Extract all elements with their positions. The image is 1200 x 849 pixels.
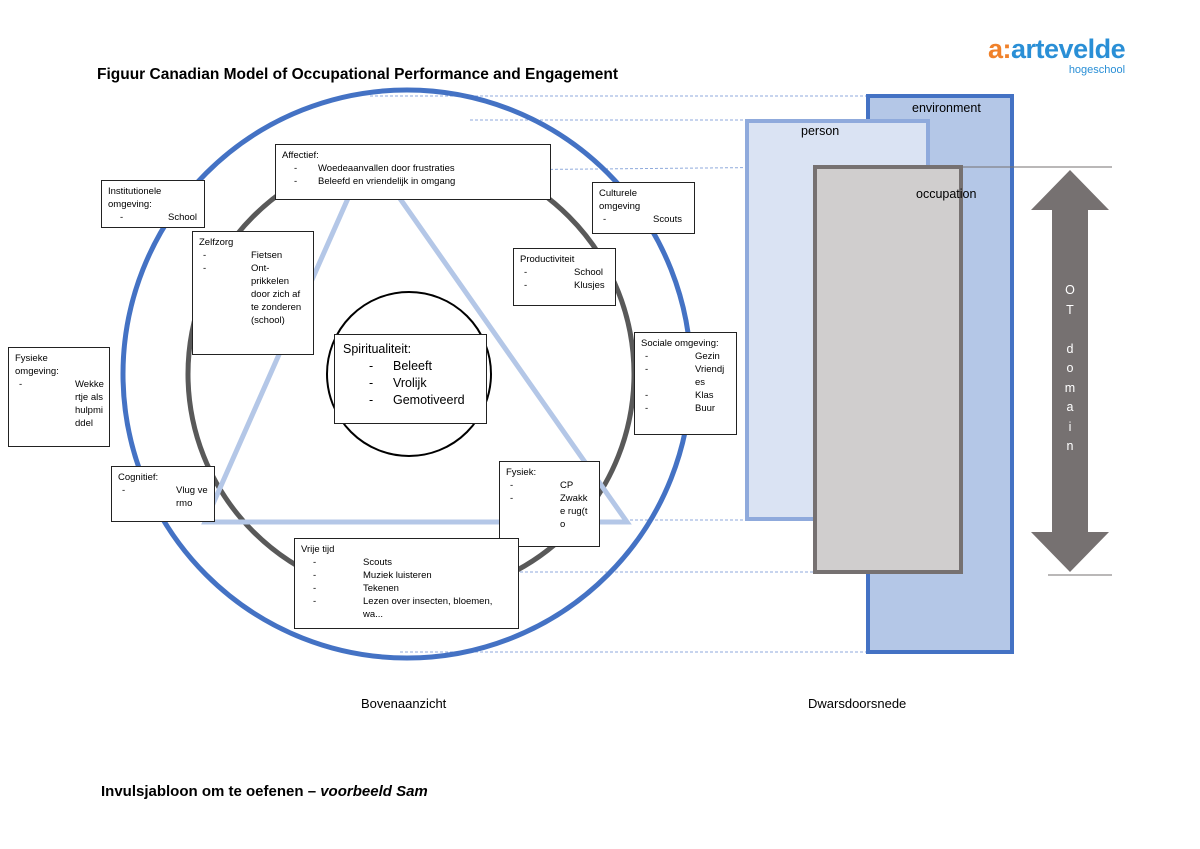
ot-domain-char: a (1066, 400, 1074, 414)
list-item: Gemotiveerd (343, 392, 478, 409)
logo-subtitle: hogeschool (1068, 64, 1126, 76)
box-title: Spiritualiteit: (343, 342, 412, 356)
vrije-tijd-box: Vrije tijd Scouts Muziek luisteren Teken… (294, 538, 519, 629)
ot-domain-char (1062, 320, 1078, 340)
list-item: Zwakke rug(to (506, 492, 590, 531)
connector-top-occupation (369, 166, 816, 172)
productiviteit-box: Productiviteit School Klusjes (513, 248, 616, 306)
logo-brand: artevelde (1011, 34, 1126, 64)
list-item: Vlug vermo (118, 484, 210, 510)
list-item: Wekkertje als hulpmiddel (15, 378, 105, 430)
ot-domain-char: n (1066, 439, 1074, 453)
subtitle-example: voorbeeld Sam (320, 783, 428, 800)
list-item: Fietsen (199, 249, 307, 262)
list-item: Scouts (301, 556, 512, 569)
list-item: Scouts (599, 213, 688, 226)
ot-domain-char: o (1066, 361, 1074, 375)
box-title: Culturele omgeving (599, 188, 641, 212)
box-title: Sociale omgeving: (641, 338, 719, 349)
caption-cross-section: Dwarsdoorsnede (808, 696, 907, 711)
ot-domain-char: m (1064, 380, 1076, 395)
list-item: Vriendjes (641, 363, 725, 389)
list-item: Beleefd en vriendelijk in omgang (282, 175, 544, 188)
spiritualiteit-box: Spiritualiteit: Beleeft Vrolijk Gemotive… (334, 334, 487, 424)
box-title: Zelfzorg (199, 237, 234, 248)
ot-domain-char: i (1068, 419, 1072, 434)
ot-domain-label: O T d o m a i n (1062, 281, 1078, 457)
box-title: Cognitief: (118, 472, 159, 483)
ot-domain-char: d (1066, 341, 1074, 356)
box-title: Vrije tijd (301, 544, 335, 555)
box-title: Fysieke omgeving: (15, 353, 59, 377)
person-label: person (801, 124, 840, 138)
ot-domain-char: T (1066, 302, 1074, 317)
caption-top-view: Bovenaanzicht (361, 696, 447, 711)
zelfzorg-box: Zelfzorg Fietsen Ont-prikkelen door zich… (192, 231, 314, 355)
list-item: Buur (641, 402, 730, 415)
ot-domain-char: O (1065, 283, 1075, 297)
box-title: Affectief: (282, 150, 319, 161)
list-item: Vrolijk (343, 375, 478, 392)
environment-label: environment (912, 101, 981, 115)
culturele-omgeving-box: Culturele omgeving Scouts (592, 182, 695, 234)
figure-title: Figuur Canadian Model of Occupational Pe… (97, 66, 619, 83)
institutionele-omgeving-box: Institutionele omgeving: School (101, 180, 205, 228)
list-item: School (520, 266, 609, 279)
box-title: Institutionele omgeving: (108, 186, 162, 210)
list-item: Beleeft (343, 358, 478, 375)
list-item: Ont-prikkelen door zich af te zonderen (… (199, 262, 307, 327)
list-item: Woedeaanvallen door frustraties (282, 162, 544, 175)
fysiek-box: Fysiek: CP Zwakke rug(to (499, 461, 600, 547)
artevelde-logo: a:artevelde hogeschool (988, 34, 1126, 77)
list-item: School (108, 211, 198, 224)
list-item: CP (506, 479, 593, 492)
list-item: Klusjes (520, 279, 609, 292)
logo-wordmark: a:artevelde (988, 34, 1126, 64)
box-title: Productiviteit (520, 254, 575, 265)
list-item: Klas (641, 389, 730, 402)
list-item: Muziek luisteren (301, 569, 512, 582)
affectief-box: Affectief: Woedeaanvallen door frustrati… (275, 144, 551, 200)
list-item: Gezin (641, 350, 730, 363)
sociale-omgeving-box: Sociale omgeving: Gezin Vriendjes Klas B… (634, 332, 737, 435)
subtitle-main: Invulsjabloon om te oefenen – (101, 783, 317, 800)
occupation-layer (813, 165, 963, 574)
list-item: Tekenen (301, 582, 512, 595)
occupation-label: occupation (916, 187, 977, 201)
exercise-template-title: Invulsjabloon om te oefenen – voorbeeld … (101, 783, 428, 800)
spirituality-circle (326, 291, 492, 457)
fysieke-omgeving-box: Fysieke omgeving: Wekkertje als hulpmidd… (8, 347, 110, 447)
box-title: Fysiek: (506, 467, 537, 478)
ot-domain-arrow (1031, 170, 1109, 572)
cognitief-box: Cognitief: Vlug vermo (111, 466, 215, 522)
list-item: Lezen over insecten, bloemen, wa... (301, 595, 512, 621)
